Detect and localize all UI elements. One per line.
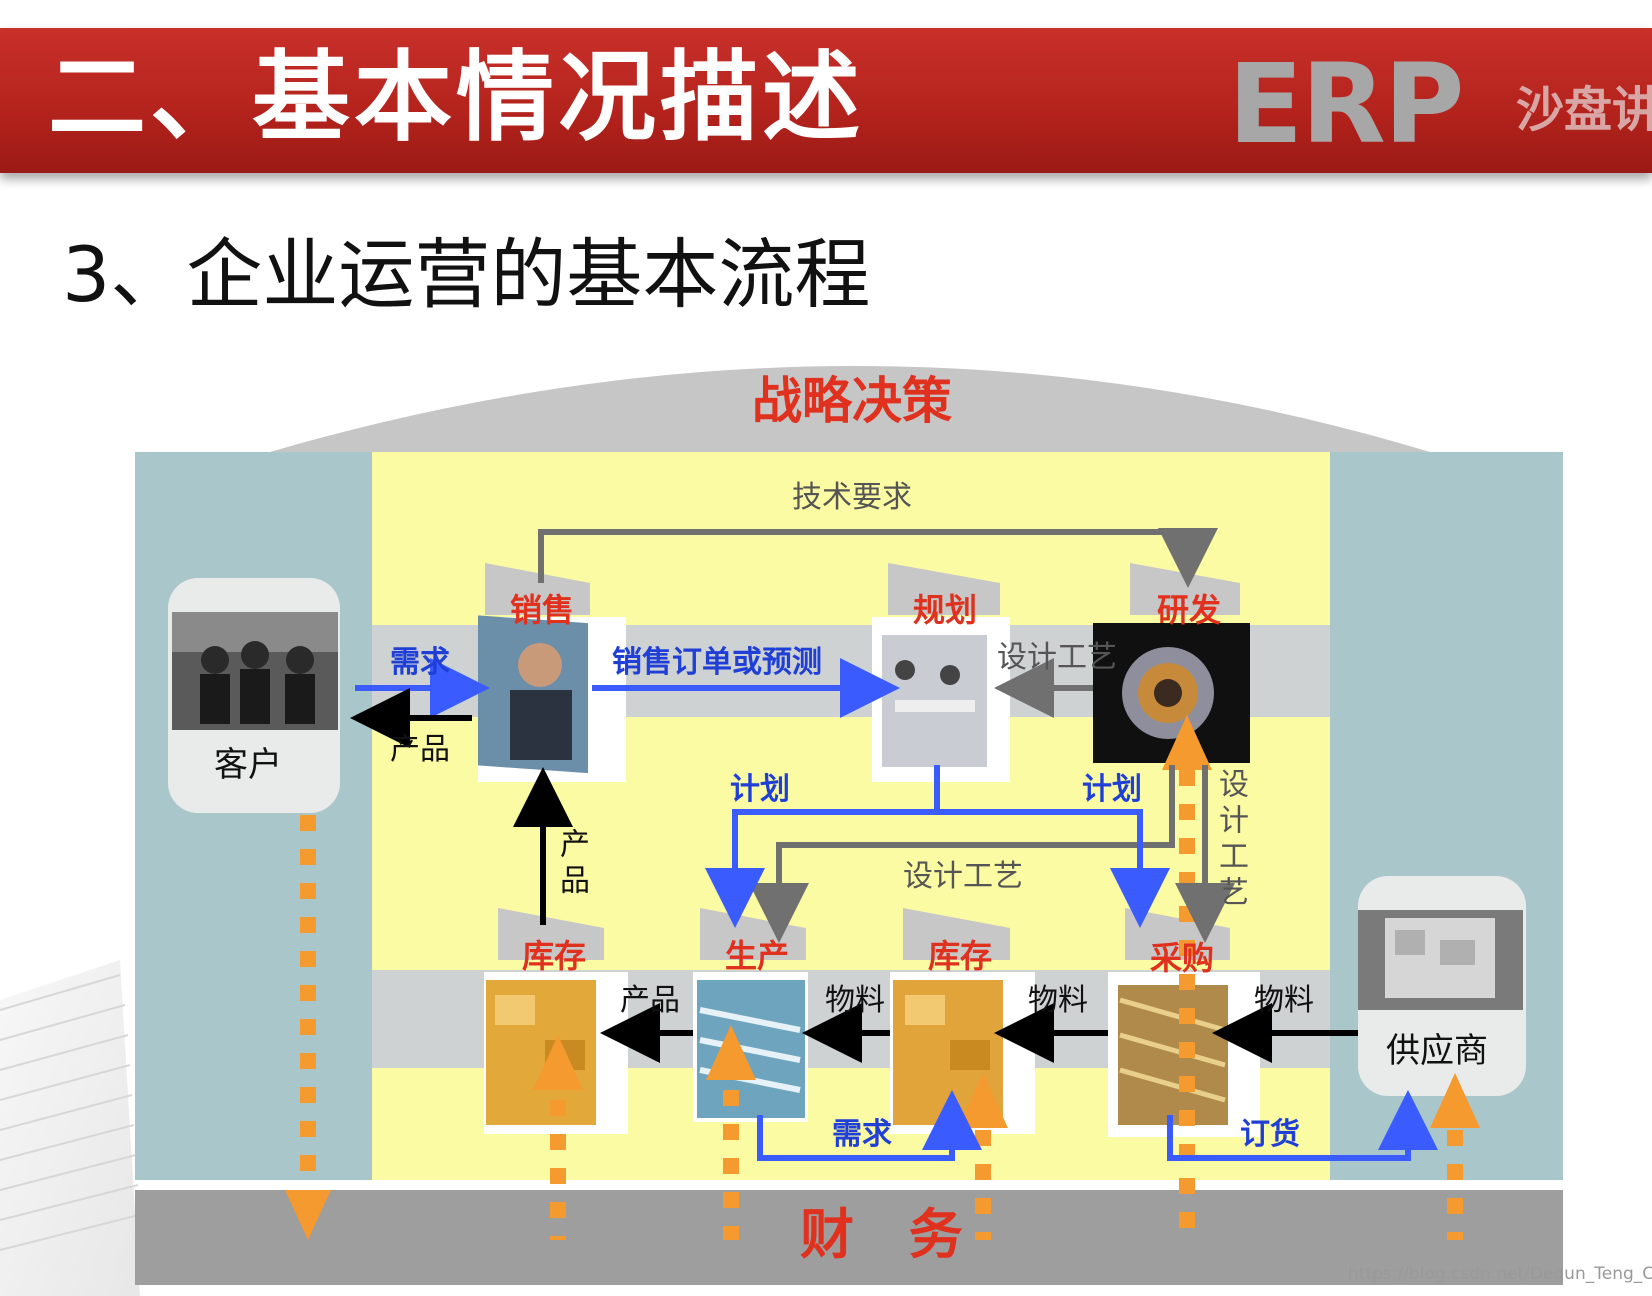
demand-bottom-label: 需求 xyxy=(832,1117,892,1152)
production-label: 生产 xyxy=(725,937,790,975)
planning-label: 规划 xyxy=(913,591,978,629)
tab-planning xyxy=(888,563,1000,615)
finance-arrow-production xyxy=(706,1025,756,1080)
inventory-material-photo xyxy=(890,972,1035,1134)
page-title: 二、基本情况描述 xyxy=(48,41,865,155)
customer-photo xyxy=(172,612,338,730)
inventory-product-label: 库存 xyxy=(522,937,587,975)
customer-demand-label: 需求 xyxy=(390,645,450,680)
finance-arrow-supplier xyxy=(1430,1073,1480,1128)
design-process-mid-label: 设计工艺 xyxy=(903,859,1023,894)
finance-arrow-rnd xyxy=(1162,715,1212,770)
tab-rnd xyxy=(1130,563,1240,615)
header-bar xyxy=(0,28,1652,173)
supplier-photo xyxy=(1358,910,1523,1010)
tab-inventory-product xyxy=(498,908,604,960)
finance-arrow-customer xyxy=(285,1190,331,1240)
product-to-customer-label: 产品 xyxy=(390,732,450,767)
finance-arrow-inventory-product xyxy=(533,1035,583,1090)
strategy-dome xyxy=(270,366,1430,452)
product-from-production-label: 产品 xyxy=(620,983,680,1018)
finance-label: 财 务 xyxy=(800,1203,981,1266)
finance-bar xyxy=(135,1190,1563,1285)
planning-photo xyxy=(872,617,1010,782)
order-goods-label: 订货 xyxy=(1240,1117,1300,1152)
rnd-photo xyxy=(1093,623,1250,763)
sales-label: 销售 xyxy=(510,591,575,629)
product-vertical-label: 产品 xyxy=(554,828,589,900)
plan-left-label: 计划 xyxy=(730,772,790,807)
plan-right-label: 计划 xyxy=(1082,772,1142,807)
design-process-rnd-planning-label: 设计工艺 xyxy=(997,640,1117,675)
sales-photo xyxy=(478,615,626,782)
production-photo xyxy=(693,972,808,1122)
erp-logo-subtitle: 沙盘讲 xyxy=(1516,82,1652,138)
material-label-3: 物料 xyxy=(1254,983,1314,1018)
section-title: 3、企业运营的基本流程 xyxy=(62,230,871,319)
sales-order-label: 销售订单或预测 xyxy=(612,645,822,680)
material-label-1: 物料 xyxy=(825,983,885,1018)
design-process-vertical-label: 设计工艺 xyxy=(1213,768,1248,912)
strategy-label: 战略决策 xyxy=(752,372,952,430)
tech-requirements-label: 技术要求 xyxy=(792,480,912,515)
material-label-2: 物料 xyxy=(1028,983,1088,1018)
tab-inventory-material xyxy=(903,908,1010,960)
supplier-label: 供应商 xyxy=(1386,1031,1488,1071)
customer-label: 客户 xyxy=(214,745,282,785)
erp-logo: ERP xyxy=(1228,40,1464,168)
watermark: https://blog.csdn.net/Dequn_Teng_CSDN xyxy=(1348,1264,1652,1284)
rnd-label: 研发 xyxy=(1157,591,1222,629)
tab-sales xyxy=(485,563,590,615)
keyboard-background-image xyxy=(0,960,140,1296)
purchase-label: 采购 xyxy=(1150,939,1215,977)
inventory-material-label: 库存 xyxy=(928,937,993,975)
